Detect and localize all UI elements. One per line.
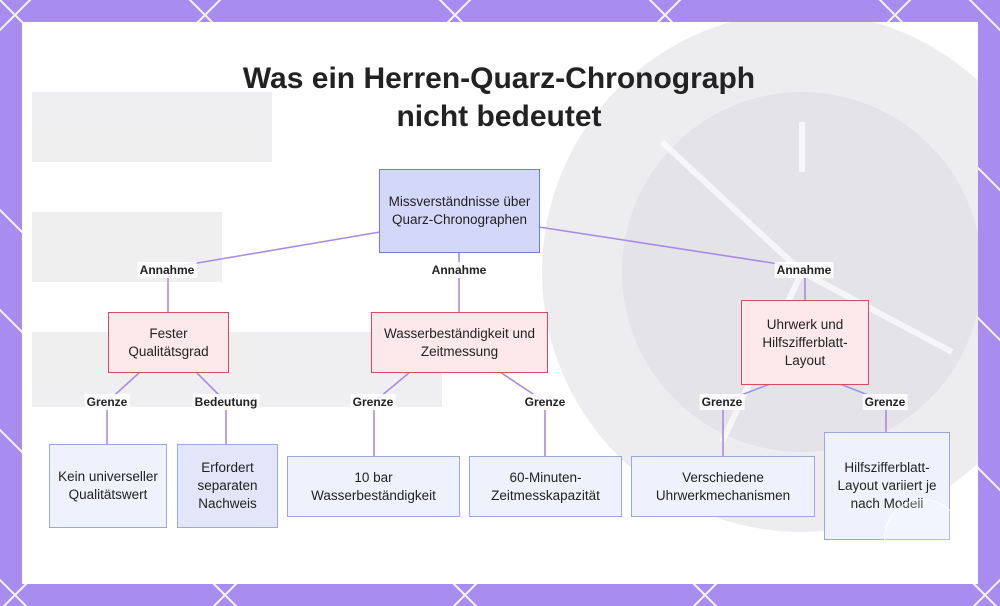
node-misconceptions: Missverständnisse über Quarz-Chronograph… bbox=[379, 169, 540, 253]
edge-label-limit-4: Grenze bbox=[699, 394, 745, 410]
edge-label-limit-3: Grenze bbox=[522, 394, 568, 410]
title-line-2: nicht bedeutet bbox=[396, 100, 602, 133]
edge-label-limit-1: Grenze bbox=[84, 394, 130, 410]
node-fixed-quality: Fester Qualitätsgrad bbox=[108, 312, 229, 373]
diagram-title: Was ein Herren-Quarz-Chronograph nicht b… bbox=[0, 60, 998, 136]
edge-label-limit-2: Grenze bbox=[350, 394, 396, 410]
edge-label-meaning: Bedeutung bbox=[192, 394, 260, 410]
node-10-bar: 10 bar Wasserbeständigkeit bbox=[287, 456, 460, 517]
edge-root-movement bbox=[538, 226, 806, 300]
node-60-minutes: 60-Minuten-Zeitmesskapazität bbox=[469, 456, 622, 517]
node-separate-proof: Erfordert separaten Nachweis bbox=[177, 444, 278, 528]
edge-label-assumption-2: Annahme bbox=[429, 262, 489, 278]
edge-label-assumption-1: Annahme bbox=[137, 262, 197, 278]
node-no-universal-quality: Kein universeller Qualitätswert bbox=[49, 444, 167, 528]
node-water-timing: Wasserbeständigkeit und Zeitmessung bbox=[371, 312, 548, 373]
edge-water-minutes bbox=[499, 371, 546, 456]
seal-logo bbox=[884, 499, 962, 577]
edge-label-assumption-3: Annahme bbox=[774, 262, 834, 278]
edge-root-quality bbox=[167, 231, 381, 312]
title-line-1: Was ein Herren-Quarz-Chronograph bbox=[242, 62, 756, 95]
node-movement-mechanisms: Verschiedene Uhrwerkmechanismen bbox=[631, 456, 815, 517]
edge-label-limit-5: Grenze bbox=[862, 394, 908, 410]
node-movement-layout: Uhrwerk und Hilfszifferblatt-Layout bbox=[741, 300, 869, 385]
edge-water-bar bbox=[373, 371, 411, 456]
